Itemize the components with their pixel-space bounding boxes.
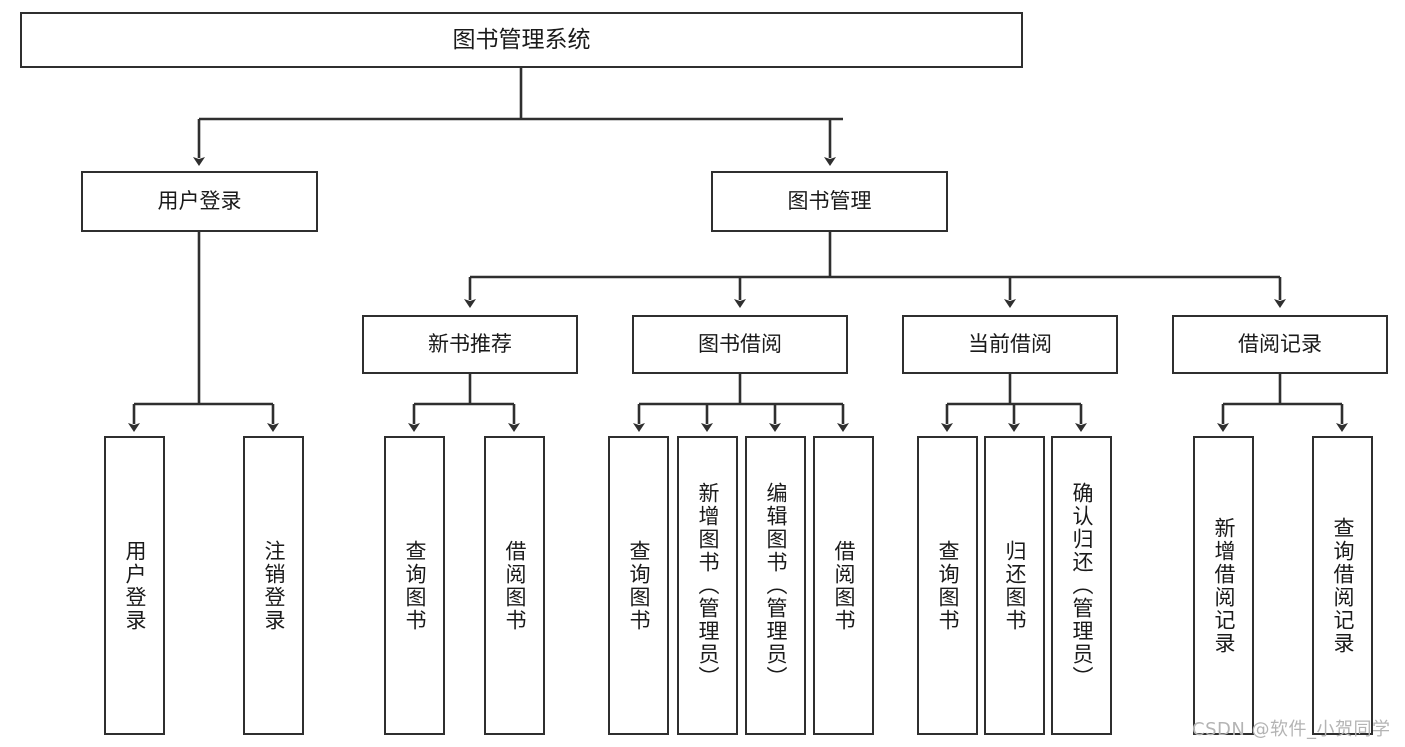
leaf-borrow-record-add: 新增借阅记录 <box>1193 436 1254 735</box>
leaf-book-borrow-borrow: 借阅图书 <box>813 436 874 735</box>
leaf-user-login-logout: 注销登录 <box>243 436 304 735</box>
node-book-management: 图书管理 <box>711 171 948 232</box>
leaf-label: 用户登录 <box>123 539 147 632</box>
leaf-label: 新增借阅记录 <box>1212 516 1236 655</box>
node-current-borrow-label: 当前借阅 <box>968 331 1052 356</box>
leaf-label: 借阅图书 <box>503 539 527 632</box>
leaf-user-login-login: 用户登录 <box>104 436 165 735</box>
leaf-label: 查询图书 <box>627 539 651 632</box>
leaf-label: 归还图书 <box>1003 539 1027 632</box>
leaf-label: 借阅图书 <box>832 539 856 632</box>
leaf-current-borrow-query: 查询图书 <box>917 436 978 735</box>
leaf-label: 编辑图书（管理员） <box>764 482 788 689</box>
node-book-management-label: 图书管理 <box>787 188 872 213</box>
node-book-borrow: 图书借阅 <box>632 315 848 374</box>
leaf-new-book-query: 查询图书 <box>384 436 445 735</box>
node-new-book-recommend-label: 新书推荐 <box>428 331 512 356</box>
leaf-label: 新增图书（管理员） <box>696 482 720 689</box>
node-user-login: 用户登录 <box>81 171 318 232</box>
leaf-borrow-record-query: 查询借阅记录 <box>1312 436 1373 735</box>
node-root: 图书管理系统 <box>20 12 1023 68</box>
node-borrow-record: 借阅记录 <box>1172 315 1388 374</box>
leaf-book-borrow-edit: 编辑图书（管理员） <box>745 436 806 735</box>
node-new-book-recommend: 新书推荐 <box>362 315 578 374</box>
leaf-book-borrow-query: 查询图书 <box>608 436 669 735</box>
node-user-login-label: 用户登录 <box>157 188 242 213</box>
leaf-label: 查询图书 <box>936 539 960 632</box>
node-borrow-record-label: 借阅记录 <box>1238 331 1322 356</box>
leaf-label: 确认归还（管理员） <box>1070 482 1094 689</box>
leaf-new-book-borrow: 借阅图书 <box>484 436 545 735</box>
leaf-label: 查询图书 <box>403 539 427 632</box>
leaf-current-borrow-confirm-return: 确认归还（管理员） <box>1051 436 1112 735</box>
leaf-label: 查询借阅记录 <box>1331 516 1355 655</box>
node-root-label: 图书管理系统 <box>452 26 591 53</box>
node-current-borrow: 当前借阅 <box>902 315 1118 374</box>
leaf-label: 注销登录 <box>262 539 286 632</box>
leaf-book-borrow-add: 新增图书（管理员） <box>677 436 738 735</box>
watermark: CSDN @软件_小贺同学 <box>1192 719 1391 740</box>
node-book-borrow-label: 图书借阅 <box>698 331 782 356</box>
leaf-current-borrow-return: 归还图书 <box>984 436 1045 735</box>
